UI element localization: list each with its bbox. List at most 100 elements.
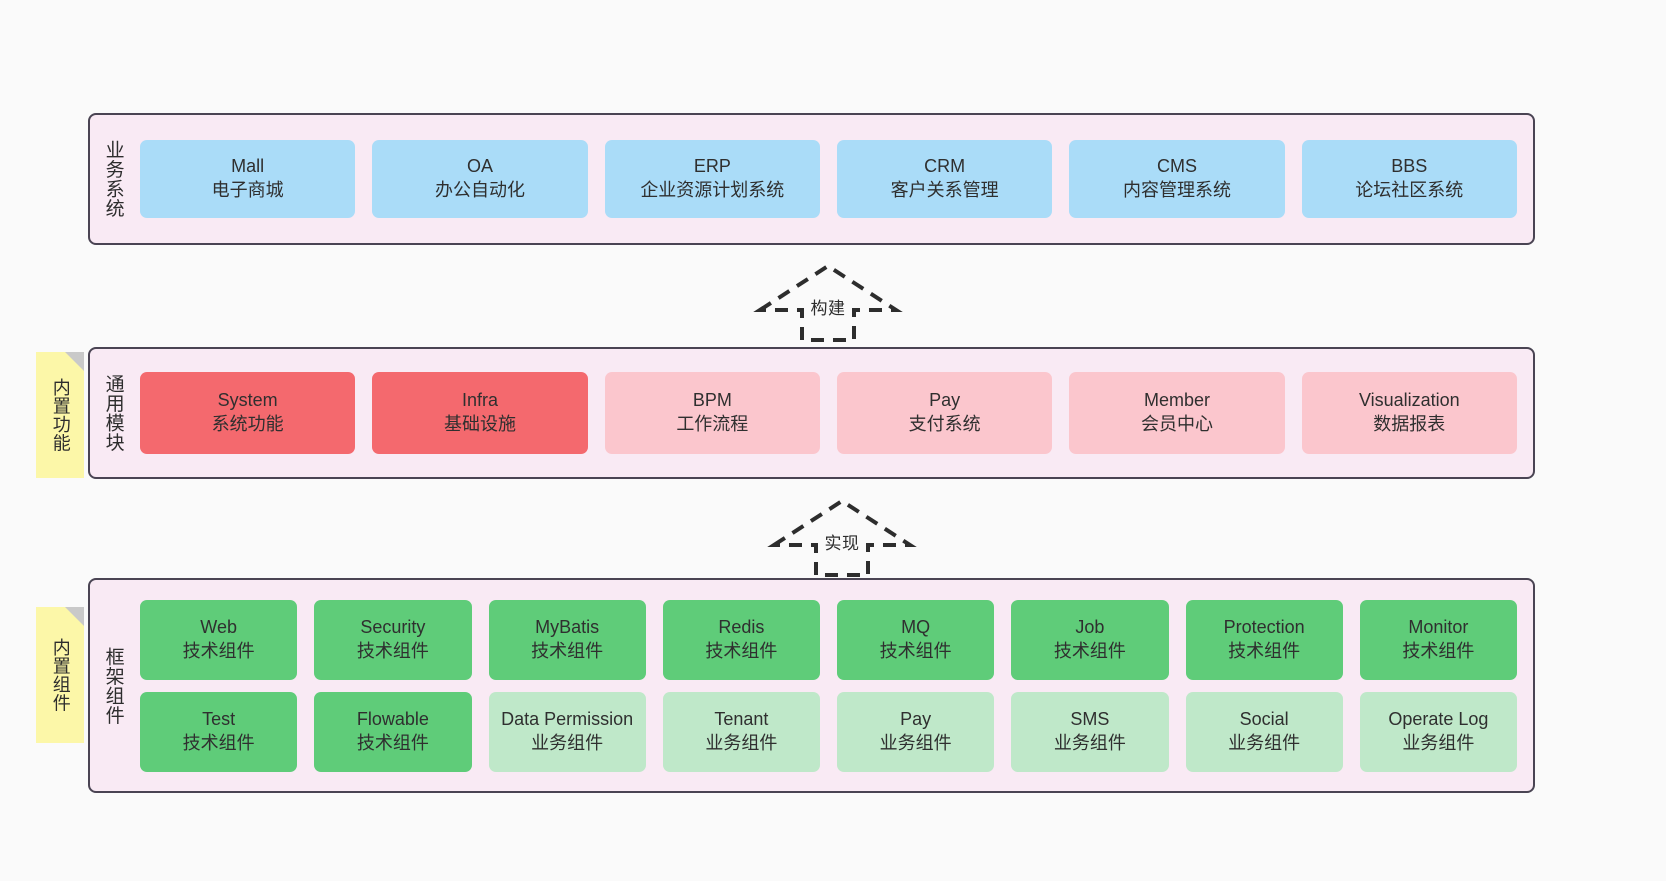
- card-security-subtitle: 技术组件: [356, 640, 429, 661]
- card-job-title: Job: [1075, 616, 1105, 637]
- card-pay-component[interactable]: Pay 业务组件: [837, 691, 995, 772]
- card-erp[interactable]: ERP 企业资源计划系统: [604, 140, 820, 218]
- layer-common-module[interactable]: 通用模块 System 系统功能 Infra 基础设施 BPM 工作流程 Pay…: [88, 347, 1535, 479]
- card-test-subtitle: 技术组件: [182, 732, 255, 753]
- card-test[interactable]: Test 技术组件: [140, 691, 298, 772]
- card-operate-log-subtitle: 业务组件: [1402, 732, 1475, 753]
- card-bbs[interactable]: BBS 论坛社区系统: [1301, 140, 1517, 218]
- card-infra-title: Infra: [461, 390, 498, 411]
- card-job[interactable]: Job 技术组件: [1011, 599, 1169, 680]
- card-protection-title: Protection: [1223, 616, 1305, 637]
- card-sms-subtitle: 业务组件: [1053, 732, 1126, 753]
- card-tenant-subtitle: 业务组件: [705, 732, 778, 753]
- implement-arrow-label: 实现: [824, 534, 860, 553]
- card-web-title: Web: [200, 616, 237, 637]
- card-social[interactable]: Social 业务组件: [1185, 691, 1343, 772]
- card-redis-subtitle: 技术组件: [705, 640, 778, 661]
- card-cms-title: CMS: [1156, 156, 1197, 177]
- card-member-subtitle: 会员中心: [1140, 414, 1213, 434]
- card-mq-subtitle: 技术组件: [879, 640, 952, 661]
- card-mall-subtitle: 电子商城: [211, 180, 284, 200]
- build-arrow: 构建: [753, 262, 903, 342]
- card-protection[interactable]: Protection 技术组件: [1185, 599, 1343, 680]
- card-cms[interactable]: CMS 内容管理系统: [1069, 140, 1285, 218]
- card-web-subtitle: 技术组件: [182, 640, 255, 661]
- layer-framework-component[interactable]: 框架组件 Web 技术组件 Security 技术组件 MyBatis 技术组件…: [88, 578, 1535, 793]
- build-arrow-label: 构建: [810, 299, 846, 318]
- card-tenant-title: Tenant: [714, 708, 769, 729]
- build-arrow-glyph: [753, 263, 903, 342]
- card-mall-title: Mall: [231, 156, 265, 177]
- card-mq-title: MQ: [901, 616, 931, 637]
- card-crm-subtitle: 客户关系管理: [890, 180, 999, 200]
- card-member-title: Member: [1143, 390, 1210, 411]
- card-security[interactable]: Security 技术组件: [314, 599, 472, 680]
- card-monitor-title: Monitor: [1408, 616, 1469, 637]
- card-operate-log-title: Operate Log: [1388, 708, 1489, 729]
- card-data-permission-title: Data Permission: [501, 708, 634, 729]
- card-bpm[interactable]: BPM 工作流程: [604, 372, 820, 454]
- card-system-title: System: [217, 390, 278, 411]
- card-social-title: Social: [1239, 708, 1289, 729]
- card-monitor[interactable]: Monitor 技术组件: [1359, 599, 1517, 680]
- card-test-title: Test: [202, 708, 236, 729]
- card-mybatis-title: MyBatis: [535, 616, 600, 637]
- card-pay-component-subtitle: 业务组件: [879, 732, 952, 753]
- card-erp-title: ERP: [693, 156, 731, 177]
- card-web[interactable]: Web 技术组件: [140, 599, 298, 680]
- card-redis-title: Redis: [718, 616, 765, 637]
- card-visualization[interactable]: Visualization 数据报表: [1301, 372, 1517, 454]
- layer-common-module-body: System 系统功能 Infra 基础设施 BPM 工作流程 Pay 支付系统…: [136, 349, 1533, 477]
- card-crm[interactable]: CRM 客户关系管理: [836, 140, 1053, 218]
- layer-business-system-title: 业务系统: [102, 140, 124, 218]
- layer-common-module-title: 通用模块: [102, 374, 124, 452]
- card-system-subtitle: 系统功能: [211, 414, 284, 434]
- card-sms[interactable]: SMS 业务组件: [1011, 691, 1169, 772]
- card-system[interactable]: System 系统功能: [140, 372, 356, 454]
- card-redis[interactable]: Redis 技术组件: [662, 599, 820, 680]
- card-mybatis[interactable]: MyBatis 技术组件: [488, 599, 646, 680]
- card-pay-module[interactable]: Pay 支付系统: [836, 372, 1053, 454]
- card-member[interactable]: Member 会员中心: [1069, 372, 1285, 454]
- card-infra[interactable]: Infra 基础设施: [372, 372, 588, 454]
- card-data-permission[interactable]: Data Permission 业务组件: [488, 691, 646, 772]
- card-mq[interactable]: MQ 技术组件: [837, 599, 995, 680]
- card-sms-title: SMS: [1070, 708, 1110, 729]
- card-crm-title: CRM: [924, 156, 966, 177]
- card-tenant[interactable]: Tenant 业务组件: [662, 691, 820, 772]
- layer-business-system[interactable]: 业务系统 Mall 电子商城 OA 办公自动化 ERP 企业资源计划系统 CRM…: [88, 113, 1535, 245]
- card-erp-subtitle: 企业资源计划系统: [640, 180, 785, 200]
- card-data-permission-subtitle: 业务组件: [531, 732, 604, 753]
- sticky-note-builtin-component[interactable]: 内置组件: [36, 607, 84, 743]
- card-oa-title: OA: [466, 156, 493, 177]
- card-cms-subtitle: 内容管理系统: [1122, 180, 1231, 200]
- card-bpm-subtitle: 工作流程: [676, 414, 749, 434]
- card-pay-module-subtitle: 支付系统: [908, 414, 981, 434]
- card-oa-subtitle: 办公自动化: [434, 180, 525, 200]
- business-system-row: Mall 电子商城 OA 办公自动化 ERP 企业资源计划系统 CRM 客户关系…: [140, 140, 1517, 218]
- card-oa[interactable]: OA 办公自动化: [372, 140, 588, 218]
- framework-tech-row: Web 技术组件 Security 技术组件 MyBatis 技术组件 Redi…: [140, 599, 1517, 680]
- sticky-fold-corner-icon: [65, 607, 84, 626]
- sticky-note-builtin-function[interactable]: 内置功能: [36, 352, 84, 478]
- card-flowable[interactable]: Flowable 技术组件: [314, 691, 472, 772]
- sticky-note-builtin-function-label: 内置功能: [50, 378, 71, 452]
- card-pay-component-title: Pay: [900, 708, 932, 729]
- implement-arrow-glyph: [767, 498, 917, 577]
- layer-framework-component-body: Web 技术组件 Security 技术组件 MyBatis 技术组件 Redi…: [136, 580, 1533, 791]
- card-operate-log[interactable]: Operate Log 业务组件: [1359, 691, 1517, 772]
- layer-framework-component-title: 框架组件: [102, 646, 124, 725]
- card-flowable-subtitle: 技术组件: [356, 732, 429, 753]
- card-bbs-subtitle: 论坛社区系统: [1355, 180, 1464, 200]
- framework-business-row: Test 技术组件 Flowable 技术组件 Data Permission …: [140, 691, 1517, 772]
- card-mall[interactable]: Mall 电子商城: [140, 140, 356, 218]
- implement-arrow: 实现: [767, 497, 917, 577]
- card-infra-subtitle: 基础设施: [443, 414, 516, 434]
- card-bpm-title: BPM: [692, 390, 732, 411]
- card-monitor-subtitle: 技术组件: [1402, 640, 1475, 661]
- layer-business-system-body: Mall 电子商城 OA 办公自动化 ERP 企业资源计划系统 CRM 客户关系…: [136, 115, 1533, 243]
- card-security-title: Security: [360, 616, 426, 637]
- card-job-subtitle: 技术组件: [1053, 640, 1126, 661]
- common-module-row: System 系统功能 Infra 基础设施 BPM 工作流程 Pay 支付系统…: [140, 372, 1517, 454]
- card-mybatis-subtitle: 技术组件: [531, 640, 604, 661]
